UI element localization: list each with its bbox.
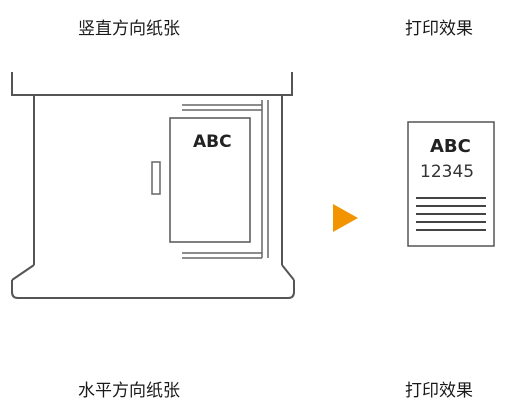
print-result-label-2: 打印效果: [405, 381, 473, 401]
portrait-paper-label: 竖直方向纸张: [78, 19, 180, 39]
right-arrow-icon: [333, 204, 358, 232]
result-paper-line2: 12345: [420, 162, 474, 182]
tray-paper: [169, 117, 251, 243]
result-paper-line1: ABC: [430, 136, 471, 157]
tray-paper-text: ABC: [193, 132, 232, 152]
landscape-paper-label: 水平方向纸张: [78, 381, 180, 401]
paper-tray: [11, 72, 295, 299]
paper-guides: [151, 100, 269, 259]
result-paper: [407, 121, 495, 247]
print-result-label: 打印效果: [405, 19, 473, 39]
